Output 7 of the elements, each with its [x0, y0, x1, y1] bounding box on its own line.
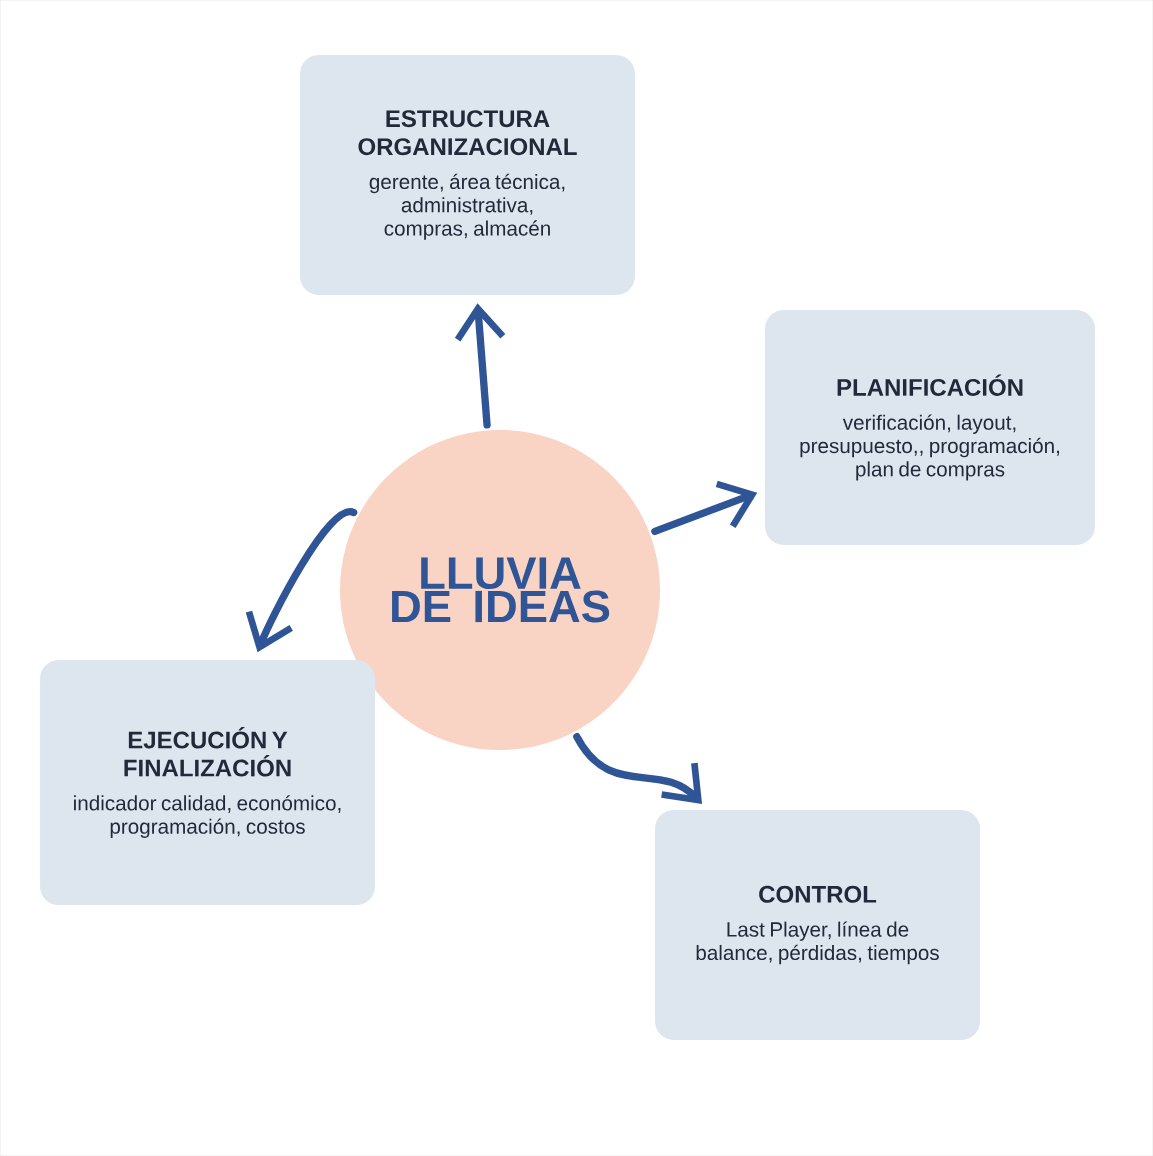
- arrow: [454, 303, 506, 429]
- topic-box: CONTROL Last Player, línea de balance, pérdidas, tiempos: [654, 810, 981, 1040]
- topic-box: ESTRUCTURA ORGANIZACIONAL gerente, área técnica, administrativa, compras, almacén: [300, 55, 635, 295]
- topic-box: EJECUCIÓN Y FINALIZACIÓN indicador calidad, económico, programación, costos: [40, 660, 375, 906]
- topic-box: PLANIFICACIÓN verificación, layout, presupuesto,, programación, plan de compras: [765, 310, 1095, 545]
- arrow: [651, 480, 758, 536]
- arrow: [573, 733, 703, 804]
